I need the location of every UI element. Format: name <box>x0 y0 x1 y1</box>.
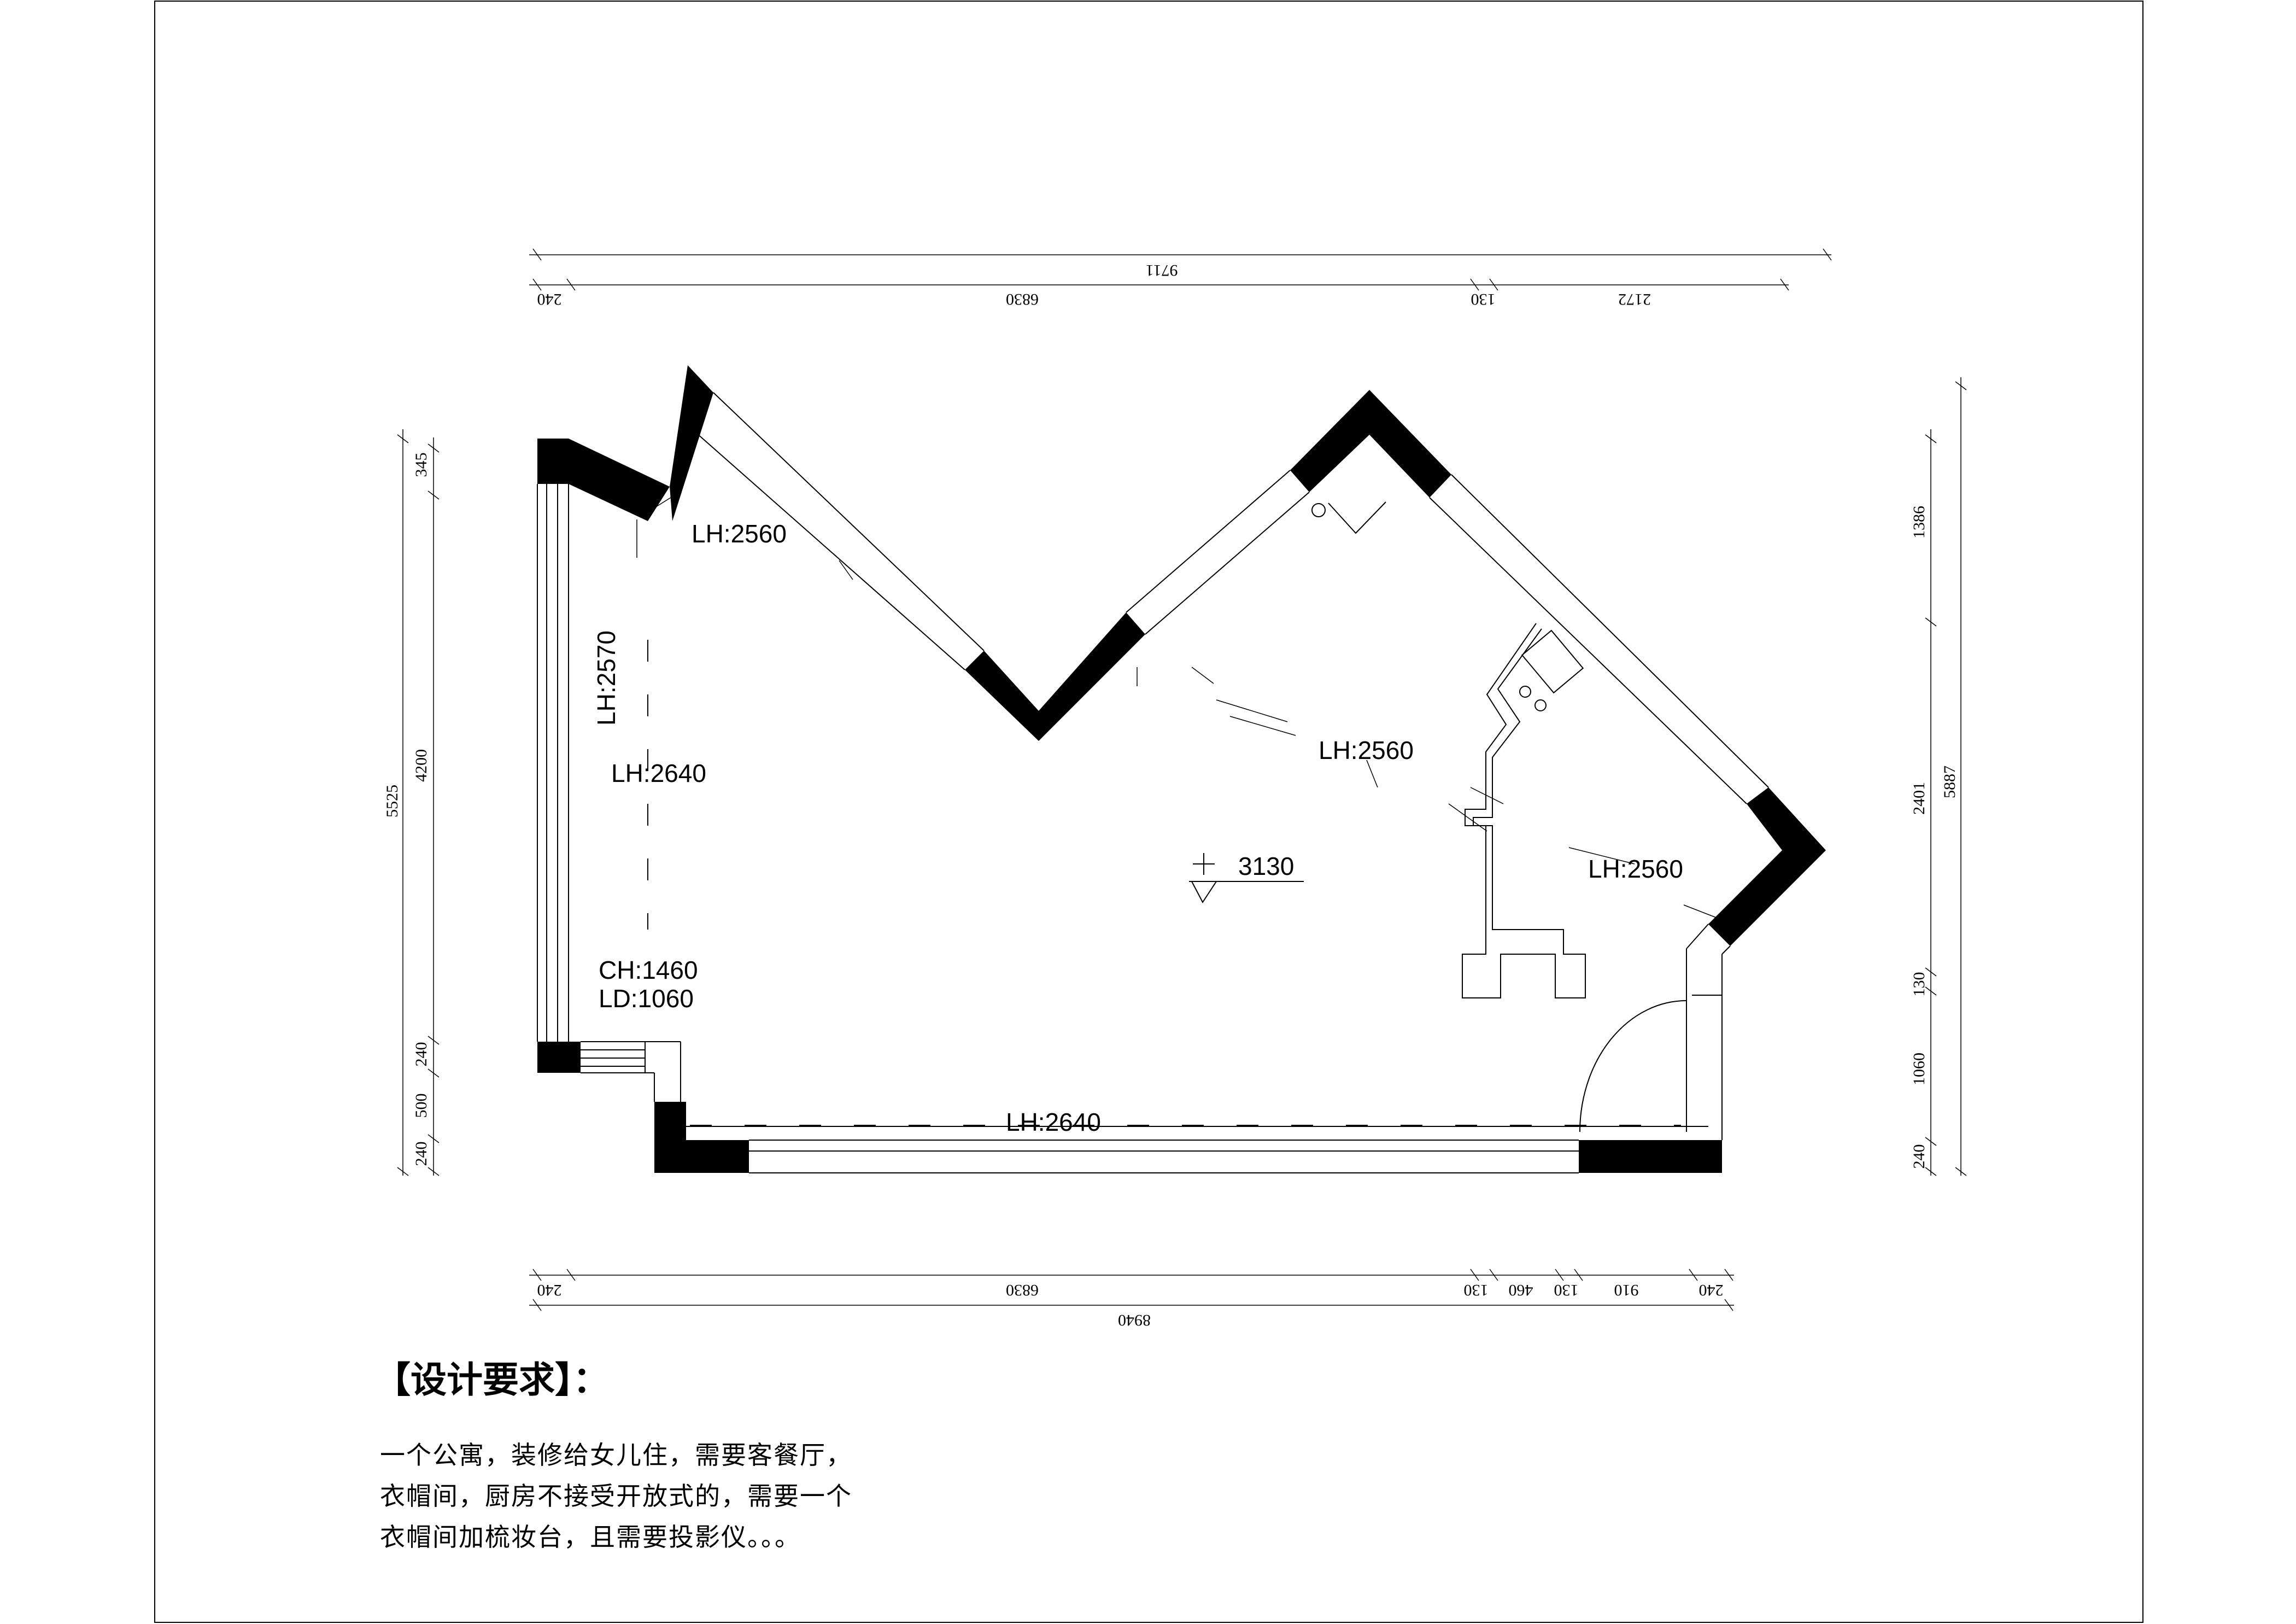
label-lh-left-vertical: LH:2570 <box>592 630 620 726</box>
wall-top-left-spike <box>670 365 713 521</box>
ceiling-lines <box>636 494 1733 1126</box>
top-dim-seg3: 130 <box>1471 290 1496 308</box>
right-dim-seg2: 2401 <box>1910 782 1928 815</box>
bottom-dim-seg6: 910 <box>1614 1281 1639 1299</box>
label-lh-right: LH:2560 <box>1588 855 1683 883</box>
left-dim-overall: 5525 <box>383 785 401 817</box>
stove-burner-icon <box>1534 699 1547 711</box>
top-dim-overall: 9711 <box>1146 261 1178 279</box>
left-dim-seg4: 500 <box>412 1094 430 1118</box>
bottom-dim-seg1: 240 <box>537 1281 562 1299</box>
wall-right-corner <box>1708 787 1826 946</box>
left-dim-seg2: 4200 <box>412 749 430 782</box>
label-ld: LD:1060 <box>599 984 694 1013</box>
top-dimension-chain: 9711 240 6830 130 2172 <box>529 248 1832 308</box>
sheet-frame <box>154 1 2143 1623</box>
requirements-title: 【设计要求】： <box>374 1359 609 1401</box>
label-lh-mid: LH:2560 <box>1319 736 1414 764</box>
wall-top-left-block <box>537 439 569 484</box>
left-dimension-chain: 5525 345 4200 240 500 240 <box>383 429 440 1176</box>
top-dim-seg4: 2172 <box>1618 290 1651 308</box>
sink-icon <box>1521 629 1584 694</box>
elevation-marker: 3130 <box>1189 852 1304 903</box>
bottom-dim-seg2: 6830 <box>1006 1281 1039 1299</box>
label-lh-left: LH:2640 <box>611 759 706 787</box>
elevation-label: 3130 <box>1238 852 1294 880</box>
right-dim-seg4: 1060 <box>1910 1053 1928 1085</box>
wall-bottom-right-block <box>1579 1140 1722 1173</box>
right-dim-seg5: 240 <box>1910 1144 1928 1169</box>
left-dim-seg5: 240 <box>412 1142 430 1166</box>
bottom-dim-seg5: 130 <box>1554 1281 1579 1299</box>
left-dim-seg3: 240 <box>412 1042 430 1067</box>
wall-outlines <box>537 392 1769 1173</box>
bottom-dim-overall: 8940 <box>1118 1311 1151 1329</box>
entry-door <box>1579 1000 1687 1132</box>
right-dim-seg1: 1386 <box>1910 506 1928 539</box>
requirements-line-3: 衣帽间加梳妆台，且需要投影仪。。。 <box>380 1522 801 1552</box>
bottom-dim-seg4: 460 <box>1509 1281 1533 1299</box>
wall-bottom-left-corner <box>654 1102 749 1173</box>
wall-v-notch <box>965 612 1145 741</box>
walls <box>537 365 1826 1173</box>
fixture-icon <box>1311 503 1326 517</box>
bottom-dim-seg7: 240 <box>1699 1281 1724 1299</box>
label-ch: CH:1460 <box>599 956 698 984</box>
right-dimension-chain: 1386 2401 130 1060 240 5887 <box>1910 377 1967 1176</box>
wall-left-bottom-block <box>537 1042 581 1073</box>
top-dim-seg2: 6830 <box>1006 290 1039 308</box>
requirements-line-2: 衣帽间，厨房不接受开放式的，需要一个 <box>380 1481 852 1511</box>
kitchen-counter <box>1311 501 1586 998</box>
stove-burner-icon <box>1519 686 1531 698</box>
bottom-dimension-chain: 240 6830 130 460 130 910 240 8940 <box>529 1269 1734 1329</box>
right-dim-seg3: 130 <box>1910 972 1928 997</box>
right-dim-overall: 5887 <box>1941 766 1959 798</box>
bottom-dim-seg3: 130 <box>1464 1281 1489 1299</box>
label-lh-bottom: LH:2640 <box>1006 1108 1101 1136</box>
requirements-line-1: 一个公寓，装修给女儿住，需要客餐厅， <box>380 1440 852 1470</box>
left-dim-seg1: 345 <box>412 453 430 477</box>
top-dim-seg1: 240 <box>537 290 562 308</box>
wall-peak <box>1290 390 1451 498</box>
wall-top-left-diagonal <box>569 439 670 521</box>
label-lh-top-left: LH:2560 <box>692 519 787 548</box>
plan-annotations: LH:2560 LH:2570 LH:2640 LH:2560 LH:2560 … <box>592 519 1683 1136</box>
